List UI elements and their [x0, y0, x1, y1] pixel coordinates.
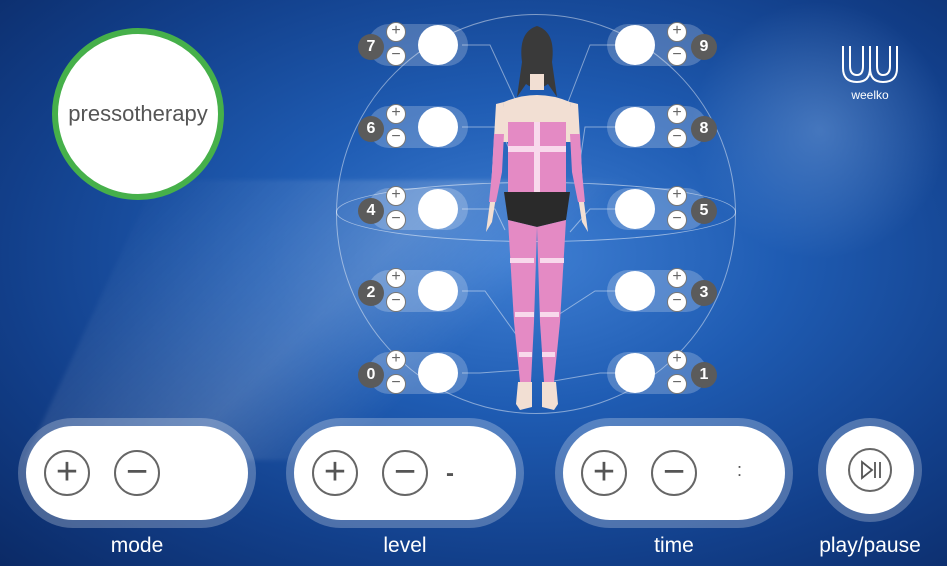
weelko-logo-icon: [842, 46, 898, 84]
brand-logo: weelko: [838, 42, 902, 102]
zone-0-plus-button[interactable]: +: [386, 350, 406, 370]
zone-buttons: + −: [663, 102, 691, 152]
level-plus-button[interactable]: +: [312, 450, 358, 496]
zone-buttons: + −: [382, 184, 410, 234]
zone-buttons: + −: [663, 348, 691, 398]
zone-6-number-badge: 6: [358, 116, 384, 142]
zone-5-minus-button[interactable]: −: [667, 210, 687, 230]
zone-8-number-badge: 8: [691, 116, 717, 142]
zone-6-minus-button[interactable]: −: [386, 128, 406, 148]
zone-1: + − 1: [601, 348, 717, 398]
zone-7-minus-button[interactable]: −: [386, 46, 406, 66]
time-minus-button[interactable]: −: [651, 450, 697, 496]
zone-3-level-indicator: [615, 271, 655, 311]
body-figure: [486, 26, 588, 410]
zone-6-level-indicator: [418, 107, 458, 147]
mode-minus-button[interactable]: −: [114, 450, 160, 496]
zone-5: + − 5: [601, 184, 717, 234]
mode-control-inner: + −: [26, 426, 248, 520]
zone-5-number-badge: 5: [691, 198, 717, 224]
time-label: time: [654, 534, 694, 557]
zone-3-number-badge: 3: [691, 280, 717, 306]
zone-3-minus-button[interactable]: −: [667, 292, 687, 312]
zone-8-level-indicator: [615, 107, 655, 147]
zone-9-number-badge: 9: [691, 34, 717, 60]
zone-1-number-badge: 1: [691, 362, 717, 388]
zone-9-minus-button[interactable]: −: [667, 46, 687, 66]
brand-name: weelko: [851, 88, 889, 102]
zone-6: + − 6: [358, 102, 474, 152]
play-pause-control: [818, 418, 922, 522]
mode-control-panel: + −: [18, 418, 256, 528]
time-control-panel: + − :: [555, 418, 793, 528]
time-plus-button[interactable]: +: [581, 450, 627, 496]
zone-9-level-indicator: [615, 25, 655, 65]
mode-name: pressotherapy: [68, 101, 208, 126]
play-pause-inner: [826, 426, 914, 514]
zone-2-plus-button[interactable]: +: [386, 268, 406, 288]
zone-8: + − 8: [601, 102, 717, 152]
zone-6-plus-button[interactable]: +: [386, 104, 406, 124]
zone-7-number-badge: 7: [358, 34, 384, 60]
zone-9-plus-button[interactable]: +: [667, 22, 687, 42]
zone-5-level-indicator: [615, 189, 655, 229]
zone-0-number-badge: 0: [358, 362, 384, 388]
zone-8-minus-button[interactable]: −: [667, 128, 687, 148]
level-label: level: [383, 534, 427, 557]
zone-buttons: + −: [663, 266, 691, 316]
zone-1-plus-button[interactable]: +: [667, 350, 687, 370]
zone-2-level-indicator: [418, 271, 458, 311]
play-pause-button[interactable]: [848, 448, 892, 492]
zone-3-plus-button[interactable]: +: [667, 268, 687, 288]
level-minus-button[interactable]: −: [382, 450, 428, 496]
zone-4-plus-button[interactable]: +: [386, 186, 406, 206]
mode-display: pressotherapy: [52, 28, 224, 200]
time-value: :: [737, 460, 743, 480]
mode-label: mode: [110, 534, 164, 557]
zone-buttons: + −: [382, 102, 410, 152]
zone-buttons: + −: [663, 20, 691, 70]
zone-buttons: + −: [663, 184, 691, 234]
zone-1-minus-button[interactable]: −: [667, 374, 687, 394]
level-value: -: [446, 460, 454, 487]
level-control-panel: + − -: [286, 418, 524, 528]
level-control-inner: + − -: [294, 426, 516, 520]
zone-4-number-badge: 4: [358, 198, 384, 224]
zone-buttons: + −: [382, 20, 410, 70]
zone-2-number-badge: 2: [358, 280, 384, 306]
zone-4-level-indicator: [418, 189, 458, 229]
zone-0-level-indicator: [418, 353, 458, 393]
zone-5-plus-button[interactable]: +: [667, 186, 687, 206]
zone-7: + − 7: [358, 20, 474, 70]
zone-1-level-indicator: [615, 353, 655, 393]
zone-4-minus-button[interactable]: −: [386, 210, 406, 230]
play-pause-icon: [861, 460, 881, 480]
zone-buttons: + −: [382, 266, 410, 316]
play-pause-label: play/pause: [819, 534, 921, 557]
zone-7-level-indicator: [418, 25, 458, 65]
zone-2-minus-button[interactable]: −: [386, 292, 406, 312]
zone-buttons: + −: [382, 348, 410, 398]
zone-7-plus-button[interactable]: +: [386, 22, 406, 42]
zone-8-plus-button[interactable]: +: [667, 104, 687, 124]
time-control-inner: + − :: [563, 426, 785, 520]
zone-9: + − 9: [601, 20, 717, 70]
mode-plus-button[interactable]: +: [44, 450, 90, 496]
zone-3: + − 3: [601, 266, 717, 316]
zone-0: + − 0: [358, 348, 474, 398]
zone-4: + − 4: [358, 184, 474, 234]
zone-2: + − 2: [358, 266, 474, 316]
zone-0-minus-button[interactable]: −: [386, 374, 406, 394]
